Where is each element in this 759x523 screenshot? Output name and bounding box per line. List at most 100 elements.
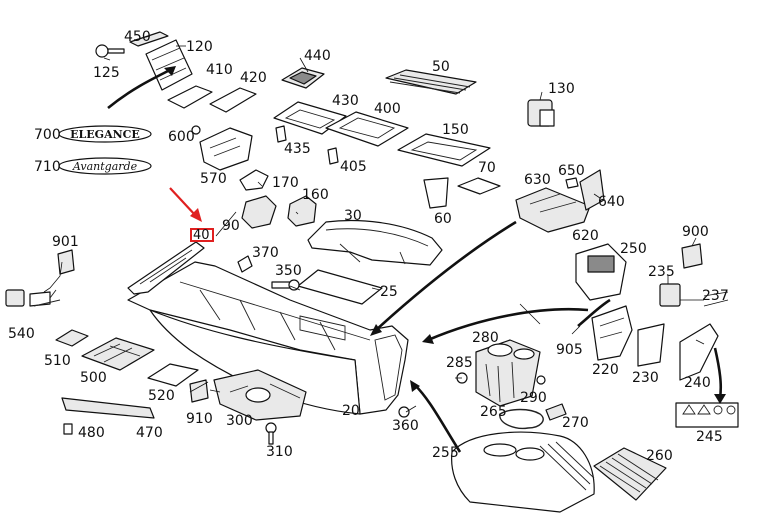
part-470-strip[interactable] xyxy=(61,397,155,419)
part-420-pad[interactable] xyxy=(209,87,257,113)
callout-350[interactable]: 350 xyxy=(275,263,302,279)
part-510-cover[interactable] xyxy=(55,329,89,347)
callout-620[interactable]: 620 xyxy=(572,228,599,244)
part-290-clip[interactable] xyxy=(536,375,546,385)
part-60-cup-insert[interactable] xyxy=(423,177,449,209)
part-640-panel[interactable] xyxy=(579,169,605,211)
part-260-roller-blind[interactable] xyxy=(593,447,667,501)
part-160-switch[interactable] xyxy=(287,195,317,227)
callout-435[interactable]: 435 xyxy=(284,141,311,157)
callout-285[interactable]: 285 xyxy=(446,355,473,371)
part-500-tray-unit[interactable] xyxy=(81,337,155,371)
part-400-trim-frame[interactable] xyxy=(325,111,409,147)
part-901-connector[interactable] xyxy=(57,249,75,275)
part-255-cup-holder-bezel[interactable] xyxy=(451,431,595,513)
callout-500[interactable]: 500 xyxy=(80,370,107,386)
part-170-cap[interactable] xyxy=(239,169,269,191)
part-360-clip[interactable] xyxy=(398,406,410,418)
callout-60[interactable]: 60 xyxy=(434,211,452,227)
part-405-clip[interactable] xyxy=(327,147,339,165)
part-20-console-body[interactable] xyxy=(127,261,409,415)
callout-70[interactable]: 70 xyxy=(478,160,496,176)
callout-270[interactable]: 270 xyxy=(562,415,589,431)
part-440-panel[interactable] xyxy=(281,67,325,89)
part-270-button[interactable] xyxy=(545,403,567,421)
part-245-warning-label[interactable] xyxy=(675,402,739,428)
callout-400[interactable]: 400 xyxy=(374,101,401,117)
part-125-screw[interactable] xyxy=(95,44,125,58)
part-240-trim-panel[interactable] xyxy=(679,323,719,381)
callout-125[interactable]: 125 xyxy=(93,65,120,81)
part-230-cover[interactable] xyxy=(637,323,665,367)
callout-900[interactable]: 900 xyxy=(682,224,709,240)
callout-540[interactable]: 540 xyxy=(8,326,35,342)
part-310-screw[interactable] xyxy=(265,422,277,445)
part-350-screw[interactable] xyxy=(271,279,300,291)
callout-90[interactable]: 90 xyxy=(222,218,240,234)
callout-450[interactable]: 450 xyxy=(124,29,151,45)
callout-170[interactable]: 170 xyxy=(272,175,299,191)
callout-265[interactable]: 265 xyxy=(480,404,507,420)
part-130-switch-module[interactable] xyxy=(527,99,555,127)
callout-520[interactable]: 520 xyxy=(148,388,175,404)
callout-710[interactable]: 710 xyxy=(34,159,61,175)
callout-650[interactable]: 650 xyxy=(558,163,585,179)
part-30-upper-cover[interactable] xyxy=(307,219,443,266)
callout-420[interactable]: 420 xyxy=(240,70,267,86)
callout-300[interactable]: 300 xyxy=(226,413,253,429)
part-90-actuator[interactable] xyxy=(241,195,277,229)
part-570-bracket[interactable] xyxy=(199,127,253,171)
callout-470[interactable]: 470 xyxy=(136,425,163,441)
callout-245[interactable]: 245 xyxy=(696,429,723,445)
callout-640[interactable]: 640 xyxy=(598,194,625,210)
part-265-gasket[interactable] xyxy=(499,408,544,430)
callout-237[interactable]: 237 xyxy=(702,288,729,304)
part-435-clip[interactable] xyxy=(275,125,287,143)
callout-50[interactable]: 50 xyxy=(432,59,450,75)
part-235-socket[interactable] xyxy=(659,283,681,307)
part-370-clip[interactable] xyxy=(237,255,253,273)
part-900-connector[interactable] xyxy=(681,243,703,269)
badge-avantgarde[interactable]: Avantgarde xyxy=(58,157,152,175)
part-150-tray-lid[interactable] xyxy=(397,133,491,167)
part-70-mat[interactable] xyxy=(457,177,501,195)
callout-260[interactable]: 260 xyxy=(646,448,673,464)
callout-700[interactable]: 700 xyxy=(34,127,61,143)
callout-290[interactable]: 290 xyxy=(520,390,547,406)
part-220-bezel[interactable] xyxy=(591,305,633,361)
callout-405[interactable]: 405 xyxy=(340,159,367,175)
callout-570[interactable]: 570 xyxy=(200,171,227,187)
callout-440[interactable]: 440 xyxy=(304,48,331,64)
callout-235[interactable]: 235 xyxy=(648,264,675,280)
part-630-bracket[interactable] xyxy=(515,187,591,233)
part-250-vent-panel[interactable] xyxy=(575,243,627,301)
callout-370[interactable]: 370 xyxy=(252,245,279,261)
callout-160[interactable]: 160 xyxy=(302,187,329,203)
part-910-connector[interactable] xyxy=(189,379,209,403)
part-280-cup-holder[interactable] xyxy=(475,339,541,407)
part-50-roller-cover[interactable] xyxy=(385,69,477,95)
part-480-clip[interactable] xyxy=(63,423,73,435)
part-520-mat[interactable] xyxy=(147,363,199,387)
part-40-storage-tray[interactable] xyxy=(127,241,205,295)
callout-410[interactable]: 410 xyxy=(206,62,233,78)
callout-910[interactable]: 910 xyxy=(186,411,213,427)
callout-120[interactable]: 120 xyxy=(186,39,213,55)
callout-255[interactable]: 255 xyxy=(432,445,459,461)
callout-430[interactable]: 430 xyxy=(332,93,359,109)
callout-150[interactable]: 150 xyxy=(442,122,469,138)
callout-240[interactable]: 240 xyxy=(684,375,711,391)
callout-630[interactable]: 630 xyxy=(524,172,551,188)
part-650-clip[interactable] xyxy=(565,177,579,189)
callout-600[interactable]: 600 xyxy=(168,129,195,145)
part-25-mat[interactable] xyxy=(297,269,383,305)
callout-250[interactable]: 250 xyxy=(620,241,647,257)
callout-480[interactable]: 480 xyxy=(78,425,105,441)
callout-20[interactable]: 20 xyxy=(342,403,360,419)
callout-901[interactable]: 901 xyxy=(52,234,79,250)
callout-30[interactable]: 30 xyxy=(344,208,362,224)
callout-130[interactable]: 130 xyxy=(548,81,575,97)
part-430-frame[interactable] xyxy=(273,101,347,135)
callout-220[interactable]: 220 xyxy=(592,362,619,378)
callout-310[interactable]: 310 xyxy=(266,444,293,460)
